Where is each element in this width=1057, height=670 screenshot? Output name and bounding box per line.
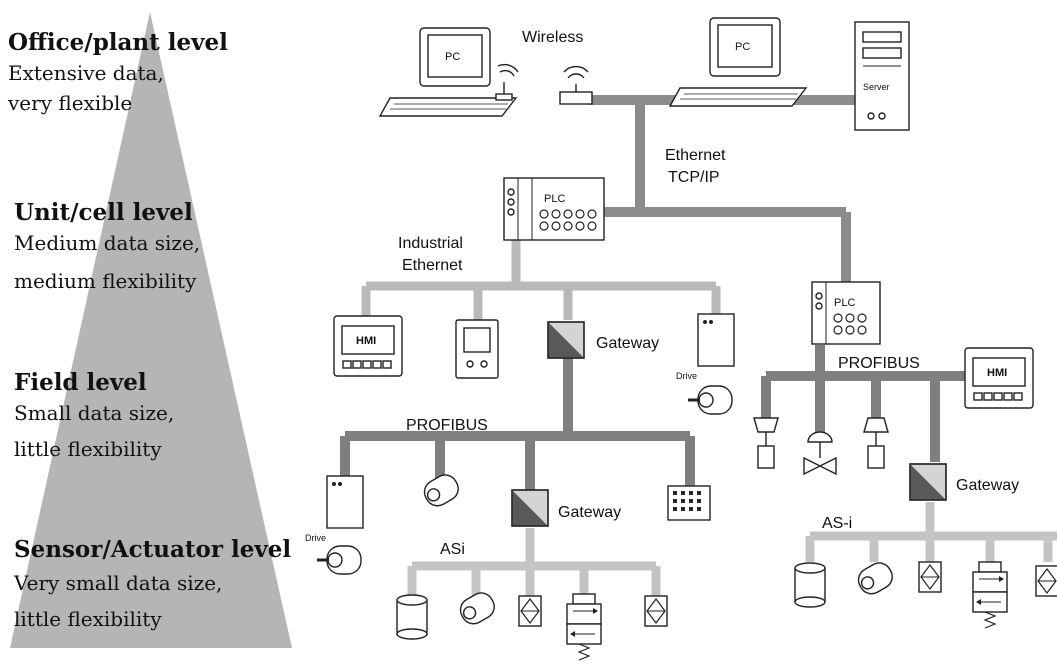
- panel-display: [455, 319, 499, 379]
- industrial-ethernet-bus: [361, 240, 721, 320]
- plc-main: PLC: [503, 177, 605, 241]
- hierarchy-pyramid: [10, 12, 292, 648]
- valve-icon: [803, 431, 837, 476]
- profibus-left-label: PROFIBUS: [406, 417, 488, 434]
- level-description: Small data size,: [14, 401, 174, 425]
- level-unit-cell: Unit/cell level Medium data size, medium…: [14, 199, 200, 293]
- pneumatic-valve: [566, 593, 602, 661]
- encoder-device: [455, 587, 500, 629]
- plc-label: PLC: [834, 297, 855, 309]
- pc-label: PC: [445, 51, 460, 63]
- hmi-label: HMI: [356, 335, 376, 347]
- tcpip-label: TCP/IP: [668, 169, 720, 186]
- level-description: little flexibility: [14, 437, 162, 461]
- pneumatic-valve: [972, 561, 1008, 629]
- level-description: little flexibility: [14, 607, 162, 631]
- plc-label: PLC: [544, 193, 565, 205]
- gateway-label: Gateway: [558, 504, 621, 521]
- cylinder-sensor: [396, 594, 428, 640]
- industrial-ethernet-label: Ethernet: [402, 257, 463, 274]
- level-title: Unit/cell level: [14, 199, 193, 226]
- pc-label: PC: [735, 41, 750, 53]
- level-title: Sensor/Actuator level: [14, 536, 291, 563]
- gateway-label: Gateway: [596, 335, 659, 352]
- plc-right: PLC: [811, 281, 881, 345]
- level-sensor-actuator: Sensor/Actuator level Very small data si…: [13, 536, 291, 631]
- level-description: Medium data size,: [14, 231, 200, 255]
- sensor-device: [753, 417, 779, 469]
- ethernet-bus: [590, 95, 886, 285]
- wireless-access-point-icon: [559, 65, 593, 105]
- asi-right-bus: [805, 502, 1057, 562]
- gateway-profibus: [511, 489, 549, 527]
- gateway-label: Gateway: [956, 477, 1019, 494]
- level-description: medium flexibility: [14, 269, 197, 293]
- drive-top: Drive: [676, 313, 735, 416]
- drive-label: Drive: [676, 371, 697, 381]
- gateway-main: [547, 321, 585, 359]
- proximity-sensor: [918, 561, 942, 593]
- hmi-label: HMI: [987, 367, 1007, 379]
- cylinder-sensor: [794, 562, 826, 608]
- proximity-sensor: [518, 595, 542, 627]
- ethernet-label: Ethernet: [665, 147, 726, 164]
- sensor-device: [863, 417, 889, 469]
- industrial-label: Industrial: [398, 235, 463, 252]
- profibus-right-label: PROFIBUS: [838, 355, 920, 372]
- wireless-antenna-icon: [495, 63, 519, 101]
- asi-left-label: ASi: [440, 541, 465, 558]
- level-description: Extensive data,: [8, 61, 164, 85]
- proximity-sensor: [644, 595, 668, 627]
- proximity-sensor: [1035, 565, 1057, 597]
- level-description: Very small data size,: [13, 571, 222, 595]
- pc-left: PC: [379, 27, 517, 117]
- drive-label: Drive: [305, 533, 326, 543]
- hmi-left: HMI: [333, 315, 403, 377]
- server: Server: [854, 21, 910, 131]
- wireless-label: Wireless: [522, 29, 583, 46]
- gateway-right: [909, 463, 947, 501]
- encoder-device: [419, 469, 464, 511]
- drive-bottom: Drive: [305, 475, 364, 576]
- level-description: very flexible: [7, 91, 132, 115]
- io-module-icon: [667, 485, 711, 521]
- level-field: Field level Small data size, little flex…: [14, 369, 174, 461]
- level-title: Field level: [14, 369, 147, 396]
- asi-left-bus: [407, 528, 661, 596]
- encoder-device: [853, 557, 898, 599]
- hmi-right: HMI: [964, 347, 1034, 409]
- level-title: Office/plant level: [8, 29, 228, 56]
- profibus-right-bus: [761, 345, 980, 462]
- pc-right: PC: [669, 17, 807, 107]
- asi-right-label: AS-i: [822, 515, 852, 532]
- profibus-left-bus: [340, 358, 695, 490]
- level-office-plant: Office/plant level Extensive data, very …: [7, 29, 228, 115]
- server-label: Server: [863, 82, 890, 92]
